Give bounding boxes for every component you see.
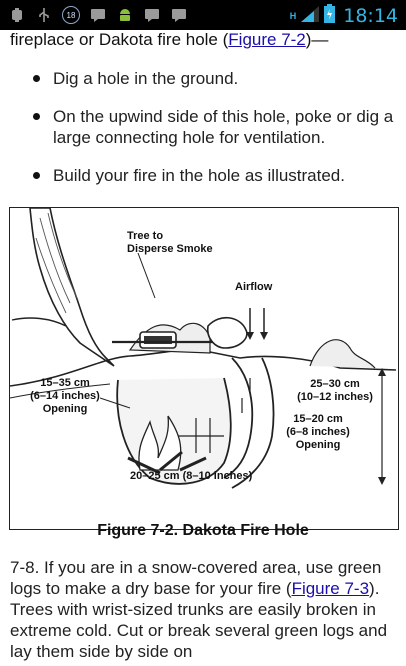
notification-count-icon: 18 [62, 6, 80, 24]
figure-label: 15–35 cm(6–14 inches)Opening [30, 377, 100, 415]
clock: 18:14 [343, 5, 398, 27]
body-paragraph: 7-8. If you are in a snow-covered area, … [10, 558, 388, 661]
list-item: Dig a hole in the ground. [0, 68, 406, 89]
usb-debug-icon [8, 6, 26, 24]
figure-caption: Figure 7-2. Dakota Fire Hole [97, 522, 309, 539]
figure-label: 15–20 cm(6–8 inches)Opening [286, 413, 350, 451]
network-type: H [289, 10, 297, 21]
message-icon [170, 6, 188, 24]
figure-7-3-link[interactable]: Figure 7-3 [291, 579, 370, 598]
signal-icon [300, 5, 320, 28]
figure-illustration [10, 208, 397, 489]
notification-icons: 18 [8, 6, 188, 24]
figure-label: 20–25 cm (8–10 inches) [130, 470, 253, 482]
list-item: On the upwind side of this hole, poke or… [0, 106, 406, 148]
status-bar: 18 H 18:14 [0, 0, 406, 30]
usb-icon [35, 6, 53, 24]
android-icon [116, 6, 134, 24]
message-icon [89, 6, 107, 24]
battery-icon [324, 4, 336, 28]
system-status: H 18:14 [290, 4, 398, 28]
message-icon [143, 6, 161, 24]
intro-text: fireplace or Dakota fire hole (Figure 7-… [10, 30, 329, 49]
instruction-list: Dig a hole in the ground. On the upwind … [0, 68, 406, 203]
article-content[interactable]: fireplace or Dakota fire hole (Figure 7-… [0, 30, 406, 666]
list-item: Build your fire in the hole as illustrat… [0, 165, 406, 186]
figure-label: Airflow [235, 281, 273, 293]
figure-label: 25–30 cm(10–12 inches) [297, 378, 373, 403]
figure-7-2-link[interactable]: Figure 7-2 [228, 30, 306, 49]
